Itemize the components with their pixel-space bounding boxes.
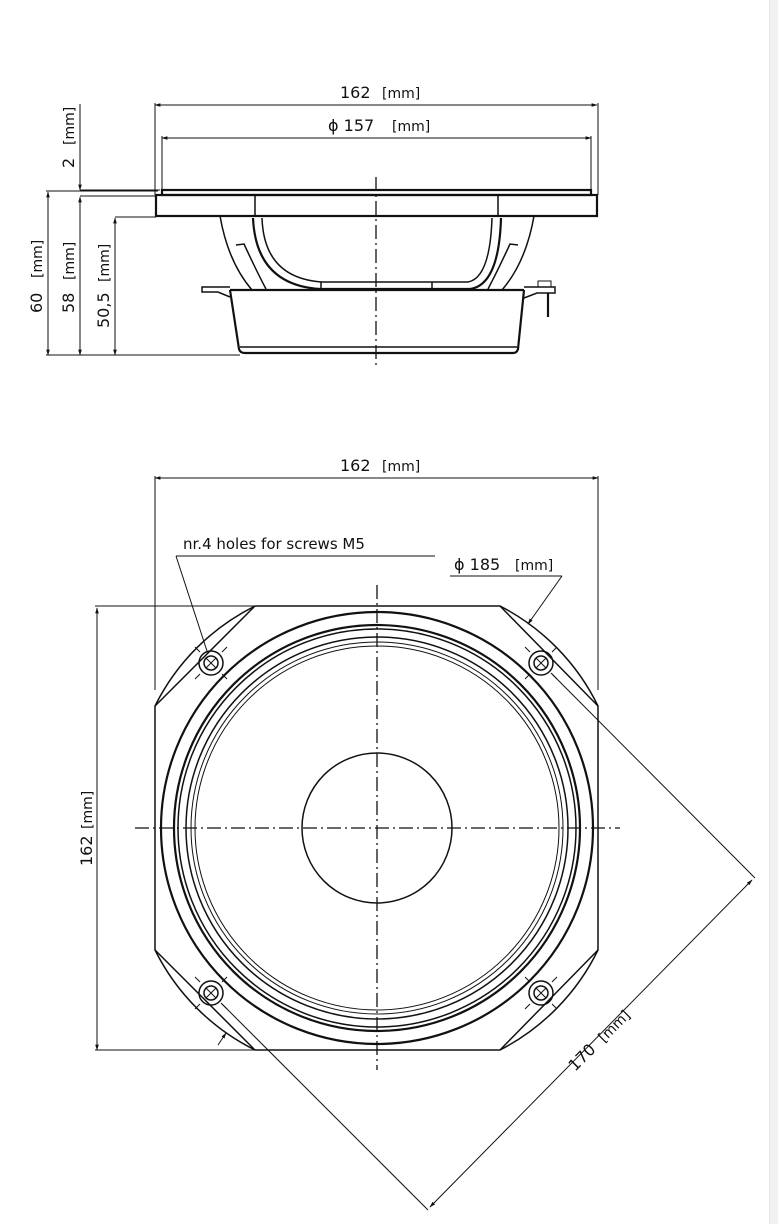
dim-overall-width-value: 162 xyxy=(340,83,371,102)
dim-front-width-unit: [mm] xyxy=(382,459,420,475)
dim-diagonal-value: 170 xyxy=(564,1040,599,1075)
dim-outer-diameter-value: ϕ 185 xyxy=(454,555,500,574)
dim-front-height-unit: [mm] xyxy=(80,791,96,829)
dim-diagonal: 170 [mm] xyxy=(220,672,756,1211)
front-view: 162 [mm] 162 [mm] xyxy=(77,456,756,1211)
dim-total-depth: 60 [mm] xyxy=(27,190,240,356)
dim-overall-width-unit: [mm] xyxy=(382,86,420,102)
dim-outer-diameter: ϕ 185 [mm] xyxy=(217,555,563,1046)
page-scrollbar[interactable] xyxy=(769,0,778,1224)
dim-mounting-depth-value: 50,5 xyxy=(94,292,113,328)
dim-front-width-value: 162 xyxy=(340,456,371,475)
dim-total-depth-value: 60 xyxy=(27,293,46,313)
dim-depth-below-rim-value: 58 xyxy=(59,293,78,313)
dim-diagonal-unit: [mm] xyxy=(596,1008,634,1046)
dim-outer-diameter-unit: [mm] xyxy=(515,558,553,574)
dim-cone-diameter-unit: [mm] xyxy=(392,119,430,135)
dim-overall-width: 162 [mm] xyxy=(154,83,599,195)
dim-front-width: 162 [mm] xyxy=(154,456,599,690)
screw-hole-top-right xyxy=(524,646,558,680)
dim-flange-thickness: 2 [mm] xyxy=(59,104,160,191)
dim-total-depth-unit: [mm] xyxy=(30,240,46,278)
dim-depth-below-rim-unit: [mm] xyxy=(62,242,78,280)
dim-flange-thickness-value: 2 xyxy=(59,158,78,168)
dim-cone-diameter-value: ϕ 157 xyxy=(328,116,374,135)
side-view: 162 [mm] ϕ 157 [mm] xyxy=(27,83,599,365)
dim-flange-thickness-unit: [mm] xyxy=(62,107,78,145)
dim-depth-below-rim: 58 [mm] xyxy=(59,195,156,356)
dim-front-height-value: 162 xyxy=(77,835,96,866)
holes-note: nr.4 holes for screws M5 xyxy=(175,535,435,652)
screw-hole-top-left xyxy=(194,646,228,680)
screw-hole-bottom-right xyxy=(524,976,558,1010)
dim-mounting-depth-unit: [mm] xyxy=(97,244,113,282)
dim-cone-diameter: ϕ 157 [mm] xyxy=(161,116,592,192)
dim-mounting-depth: 50,5 [mm] xyxy=(94,216,156,356)
holes-note-text: nr.4 holes for screws M5 xyxy=(183,535,365,553)
dim-front-height: 162 [mm] xyxy=(77,605,255,1051)
